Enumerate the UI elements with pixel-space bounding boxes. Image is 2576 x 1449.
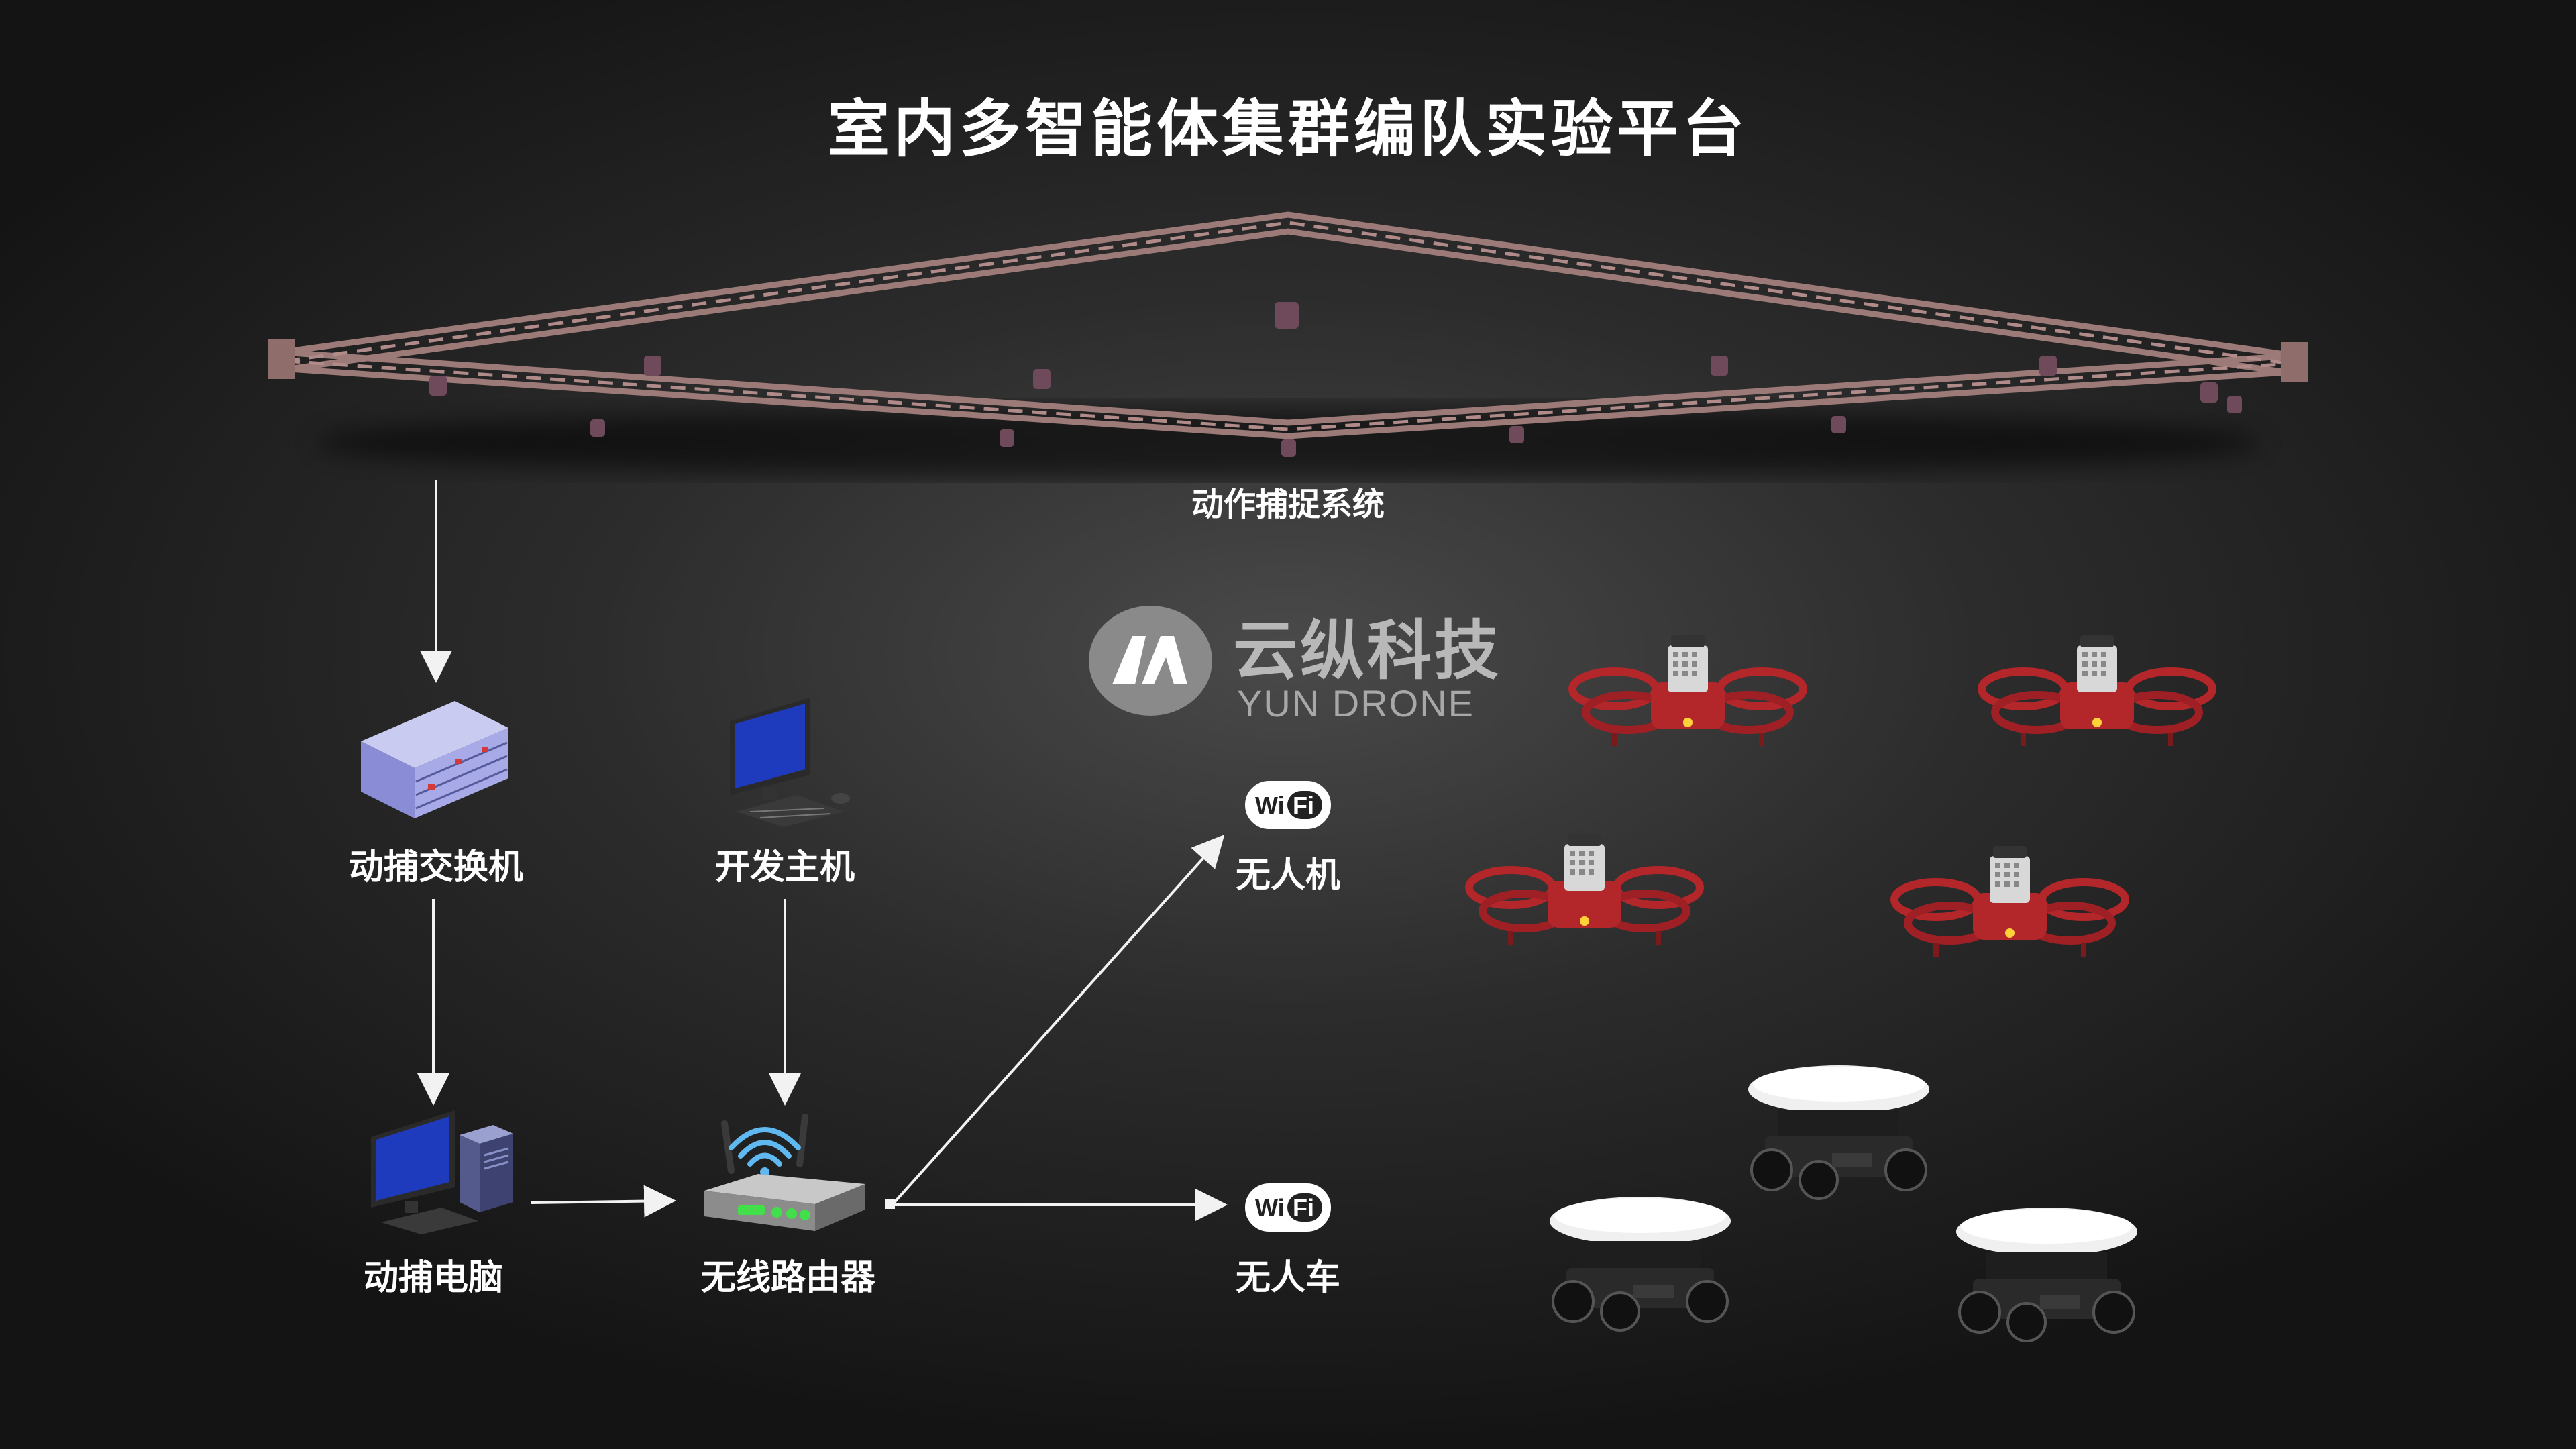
desktop-monitor-icon: [730, 698, 850, 827]
mocap-system-label: 动作捕捉系统: [1191, 486, 1385, 523]
page-title: 室内多智能体集群编队实验平台: [827, 93, 1748, 165]
router-label: 无线路由器: [700, 1258, 875, 1298]
wifi-wi-text: Wi: [1255, 792, 1285, 819]
quadcopter-icon: [1889, 843, 2131, 963]
wifi-badge-icon: Wi Fi: [1245, 781, 1331, 829]
robot-car-icon: [1548, 1195, 1732, 1332]
desktop-tower-icon: [460, 1125, 513, 1212]
wifi-wi-text: Wi: [1255, 1194, 1285, 1222]
robot-car-icon: [1955, 1206, 2139, 1342]
quadcopter-icon: [1464, 830, 1705, 951]
switch-server-icon: [361, 701, 508, 818]
truss-frame-icon: [268, 211, 2308, 480]
logo-text-cn: 云纵科技: [1233, 613, 1501, 688]
wifi-fi-text: Fi: [1293, 792, 1314, 819]
mocap-pc-label: 动捕电脑: [363, 1258, 503, 1298]
switch-label: 动捕交换机: [348, 847, 523, 888]
logo-text-en: YUN DRONE: [1237, 682, 1475, 724]
wifi-fi-text: Fi: [1293, 1194, 1314, 1222]
logo-mark-icon: [1089, 606, 1212, 716]
quadcopter-icon: [1567, 632, 1809, 753]
dev-host-label: 开发主机: [714, 847, 855, 888]
uav-label: 无人机: [1235, 855, 1340, 896]
quadcopter-icon: [1976, 632, 2218, 753]
robot-car-icon: [1747, 1064, 1931, 1200]
ugv-label: 无人车: [1235, 1258, 1340, 1298]
desktop-monitor-icon: [371, 1110, 478, 1234]
router-icon: [704, 1114, 865, 1231]
wifi-badge-icon: Wi Fi: [1245, 1183, 1331, 1232]
